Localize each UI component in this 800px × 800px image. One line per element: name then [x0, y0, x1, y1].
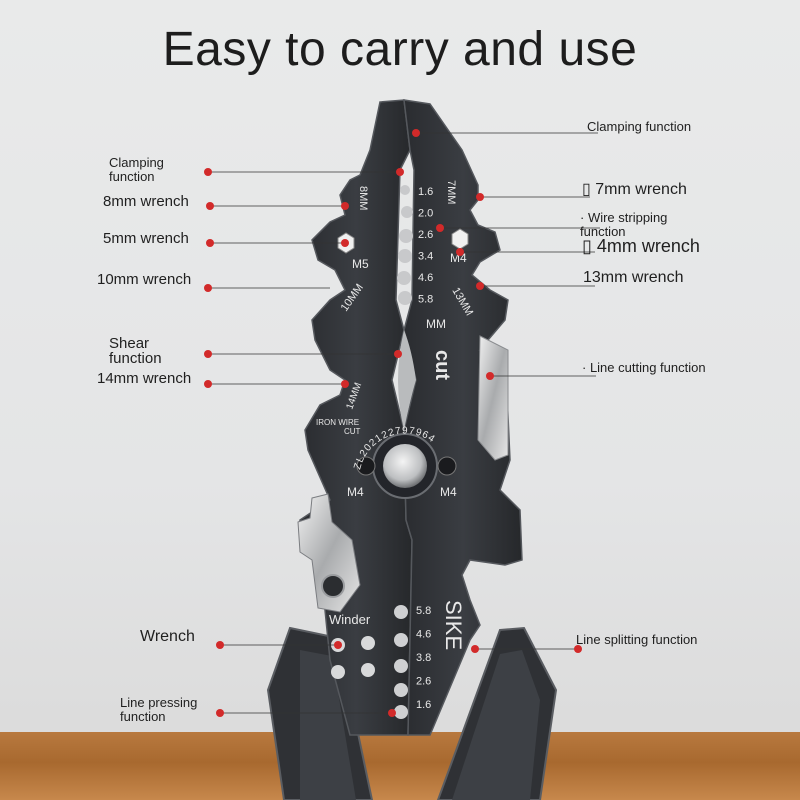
strip-gauge-5: 5.8	[418, 294, 433, 306]
label-14mm-wrench: 14mm wrench	[97, 370, 192, 387]
strip-gauge-2: 2.6	[418, 229, 433, 241]
marking-8mm: 8MM	[357, 186, 369, 210]
wooden-tabletop	[0, 732, 800, 800]
label-line-cutting: · Line cutting function	[582, 360, 706, 375]
box-glyph-icon: ▯	[582, 181, 591, 198]
m4-hole-right	[437, 456, 457, 476]
label-clamping-left-line2: function	[109, 169, 155, 184]
label-shear-line2: function	[109, 350, 162, 367]
marking-cut-small: CUT	[344, 427, 361, 436]
marking-mm: MM	[426, 317, 446, 331]
spring-clip	[297, 493, 361, 613]
crimp-gauge-3: 2.6	[416, 676, 431, 688]
label-clamping-left: Clamping function	[109, 156, 164, 184]
label-10mm-wrench: 10mm wrench	[97, 271, 192, 288]
label-shear-line1: Shear	[109, 335, 150, 352]
page-title: Easy to carry and use	[162, 23, 638, 76]
label-wire-stripping-line1: · Wire stripping	[580, 210, 668, 225]
marking-brand: SIKE	[441, 600, 466, 650]
label-8mm-wrench: 8mm wrench	[103, 193, 189, 210]
strip-gauge-list: 1.6 2.0 2.6 3.4 4.6 5.8	[418, 186, 433, 306]
crimp-notches	[394, 605, 408, 719]
crimp-gauge-0: 5.8	[416, 605, 431, 617]
cutting-blade	[477, 335, 509, 461]
crimp-gauge-4: 1.6	[416, 699, 431, 711]
label-7mm-wrench: ▯ 7mm wrench	[582, 182, 687, 198]
crimp-gauge-list: 5.8 4.6 3.8 2.6 1.6	[416, 605, 431, 711]
marking-iron-wire: IRON WIRE	[316, 418, 359, 427]
label-line-pressing: Line pressing function	[120, 696, 197, 724]
box-glyph-icon: ▯	[582, 236, 592, 256]
label-wire-stripping: · Wire stripping function	[580, 211, 667, 239]
label-clamping-left-line1: Clamping	[109, 155, 164, 170]
strip-gauge-4: 4.6	[418, 272, 433, 284]
label-4mm-wrench: ▯ 4mm wrench	[582, 237, 700, 255]
marking-m5: M5	[352, 257, 369, 271]
shear-blade	[398, 330, 416, 430]
strip-gauge-1: 2.0	[418, 208, 433, 220]
label-4mm-wrench-text: 4mm wrench	[596, 236, 700, 256]
strip-gauge-0: 1.6	[418, 186, 433, 198]
label-13mm-wrench: 13mm wrench	[583, 269, 684, 286]
label-5mm-wrench: 5mm wrench	[103, 230, 189, 247]
label-wire-stripping-line2: function	[580, 224, 626, 239]
marking-m4-right: M4	[440, 485, 457, 499]
crimp-gauge-2: 3.8	[416, 652, 431, 664]
m4-hex-hole	[451, 228, 469, 250]
marker-dots	[204, 129, 582, 717]
m4-hole-left	[356, 456, 376, 476]
label-line-pressing-line2: function	[120, 709, 166, 724]
stripping-notches	[397, 185, 413, 305]
crimp-gauge-1: 4.6	[416, 629, 431, 641]
leader-lines	[208, 132, 600, 714]
marking-m4-left: M4	[347, 485, 364, 499]
label-7mm-wrench-text: 7mm wrench	[595, 181, 687, 198]
label-shear: Shear function	[109, 336, 162, 366]
label-line-pressing-line1: Line pressing	[120, 695, 198, 710]
marking-cut: cut	[431, 350, 453, 380]
marking-winder: Winder	[329, 612, 371, 627]
label-clamping-top: Clamping function	[587, 119, 692, 134]
strip-gauge-3: 3.4	[418, 251, 433, 263]
label-line-splitting: Line splitting function	[576, 632, 698, 647]
marking-7mm: 7MM	[445, 180, 457, 204]
label-wrench: Wrench	[140, 628, 195, 645]
